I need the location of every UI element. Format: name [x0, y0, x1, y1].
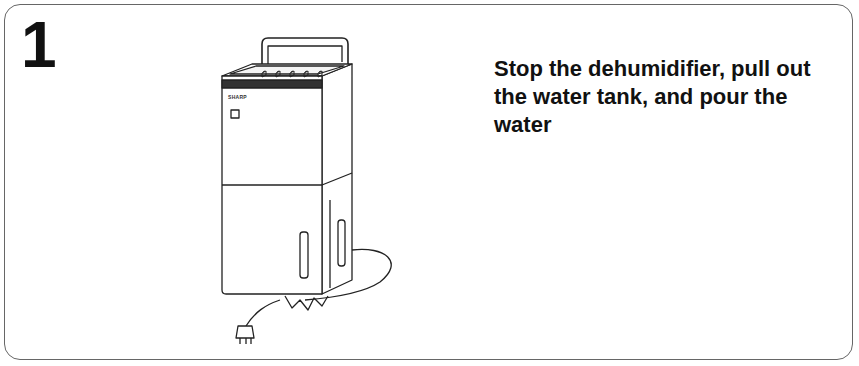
- step-panel: 1Stop the dehumidifier, pull out the wat…: [4, 4, 853, 360]
- instruction-text: Stop the dehumidifier, pull out the wate…: [494, 55, 847, 139]
- brand-logo: SHARP: [228, 94, 247, 100]
- step-number: 1: [21, 13, 57, 77]
